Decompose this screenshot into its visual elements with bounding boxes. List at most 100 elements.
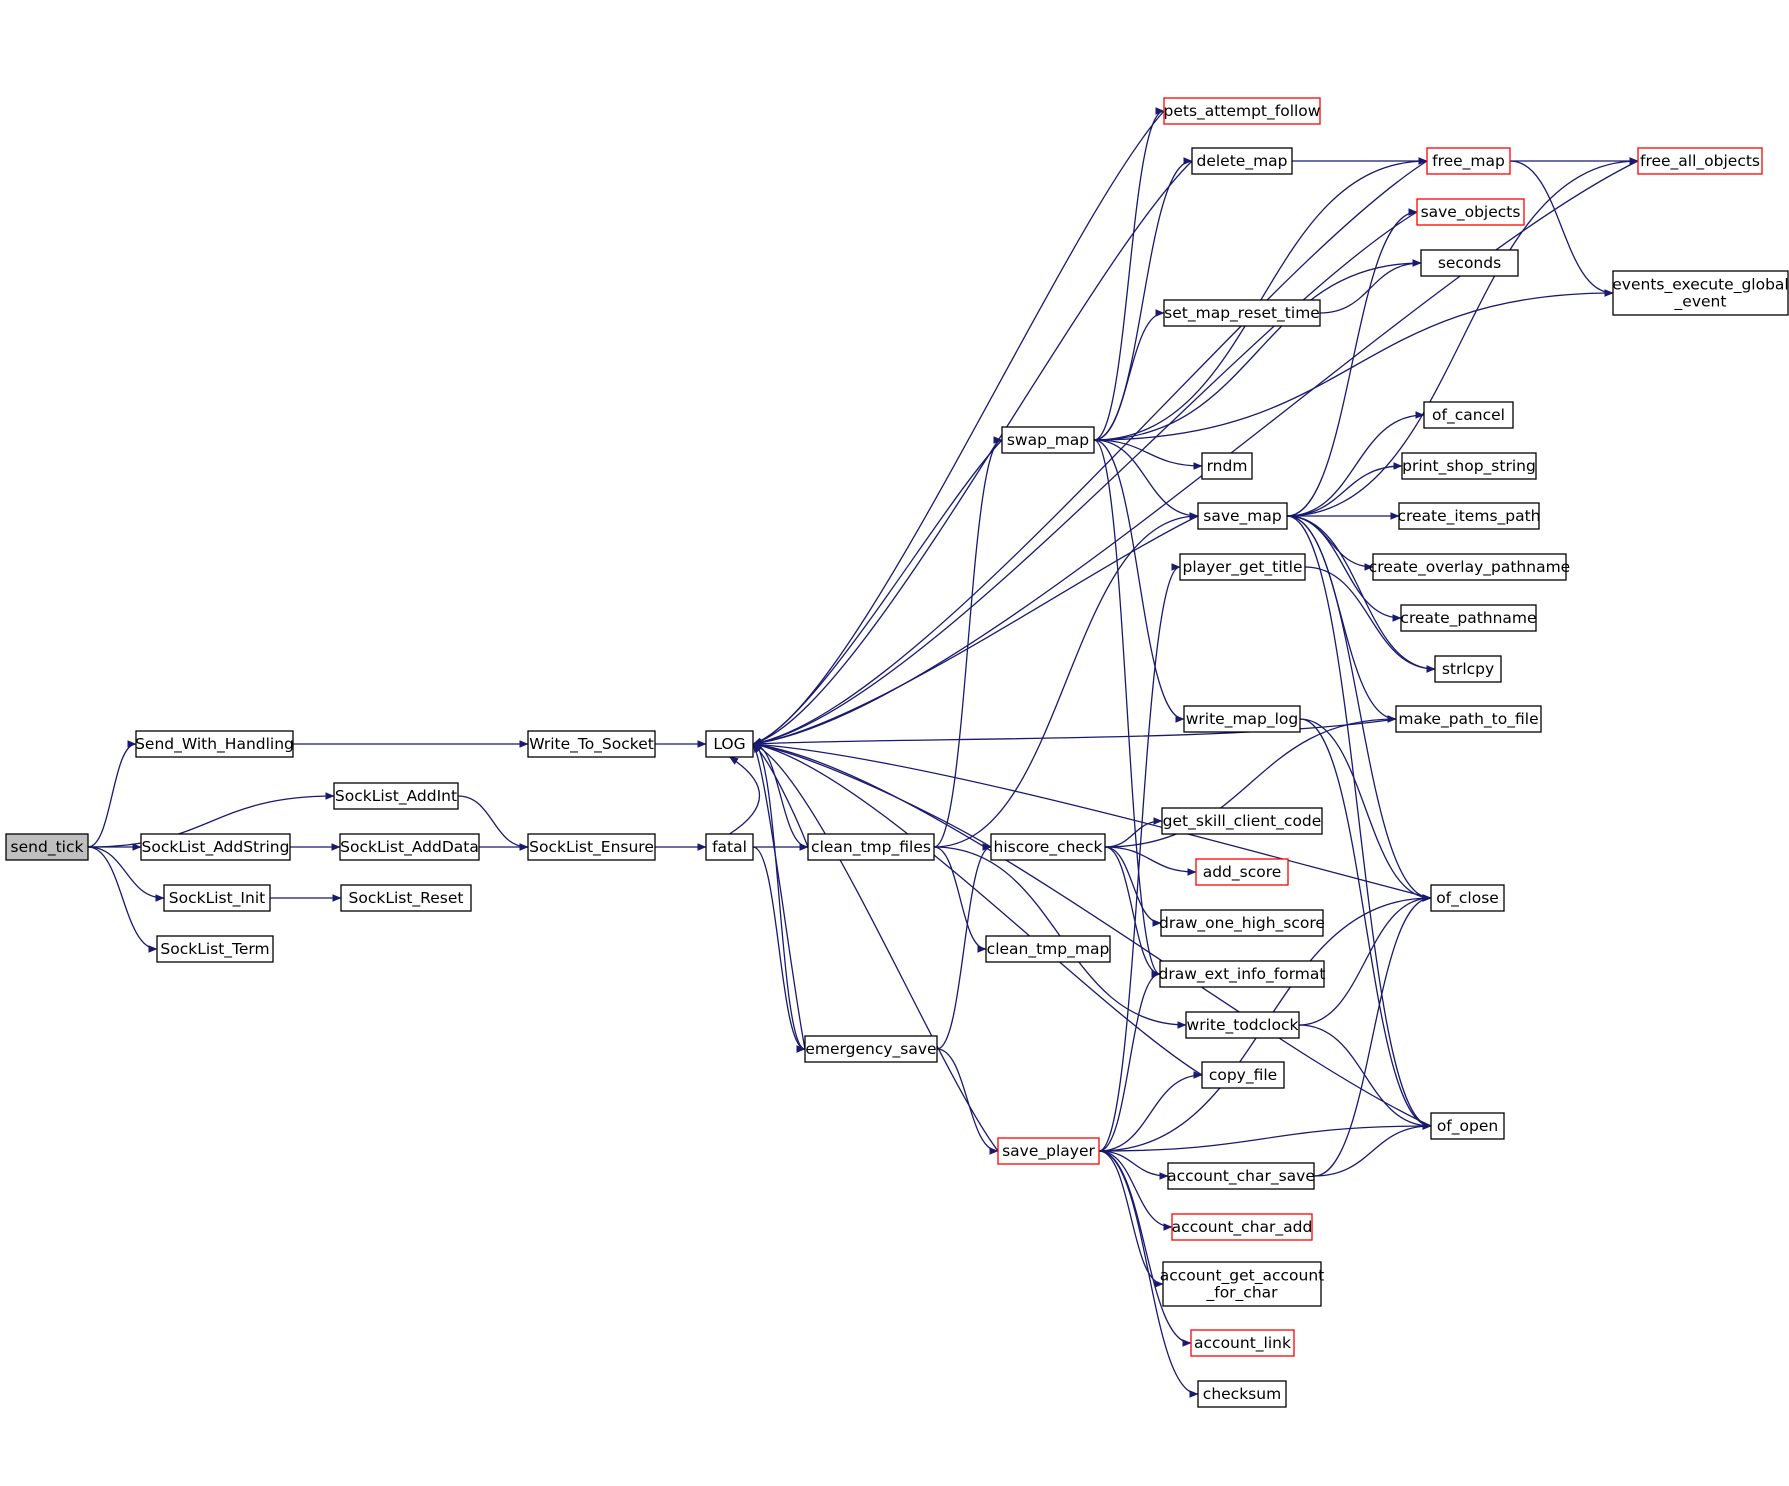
edge-fatal-to-emergency_save [752, 846, 806, 1053]
node-pets_attempt_follow[interactable]: pets_attempt_follow [1163, 97, 1321, 125]
edge-write_todclock-to-of_close [1298, 894, 1432, 1026]
node-Write_To_Socket[interactable]: Write_To_Socket [527, 730, 656, 758]
node-label: hiscore_check [994, 838, 1103, 857]
edge-save_map-to-of_open [1286, 515, 1432, 1130]
node-label: SockList_Term [160, 940, 269, 959]
node-account_get_account_for_char[interactable]: account_get_account_for_char [1160, 1261, 1324, 1307]
node-SockList_Init[interactable]: SockList_Init [163, 884, 271, 912]
node-save_objects[interactable]: save_objects [1416, 198, 1525, 226]
node-box [804, 1035, 938, 1063]
node-label: SockList_AddString [142, 838, 290, 857]
node-save_player[interactable]: save_player [997, 1137, 1100, 1165]
edge-save_player-to-checksum [1098, 1150, 1199, 1398]
node-fatal[interactable]: fatal [705, 833, 754, 861]
node-free_map[interactable]: free_map [1426, 147, 1511, 175]
node-SockList_Ensure[interactable]: SockList_Ensure [527, 833, 656, 861]
node-free_all_objects[interactable]: free_all_objects [1637, 147, 1763, 175]
edge-write_map_log-to-of_close [1299, 718, 1432, 902]
node-label: create_overlay_pathname [1369, 558, 1570, 577]
node-get_skill_client_code[interactable]: get_skill_client_code [1161, 807, 1323, 835]
node-box [1160, 909, 1324, 937]
node-label: save_map [1203, 507, 1281, 526]
node-label: make_path_to_file [1398, 710, 1538, 729]
node-draw_ext_info_format[interactable]: draw_ext_info_format [1159, 960, 1326, 988]
node-SockList_Term[interactable]: SockList_Term [156, 935, 274, 963]
node-strlcpy[interactable]: strlcpy [1434, 655, 1502, 683]
edge-player_get_title-to-strlcpy [1304, 566, 1436, 673]
node-events_execute_global_event[interactable]: events_execute_global_event [1612, 270, 1789, 316]
node-label: LOG [713, 735, 745, 753]
node-box [990, 833, 1106, 861]
node-copy_file[interactable]: copy_file [1201, 1061, 1285, 1089]
node-draw_one_high_score[interactable]: draw_one_high_score [1159, 909, 1325, 937]
node-create_pathname[interactable]: create_pathname [1400, 604, 1537, 632]
node-SockList_Reset[interactable]: SockList_Reset [340, 884, 472, 912]
node-label: delete_map [1196, 152, 1287, 171]
node-SockList_AddString[interactable]: SockList_AddString [140, 833, 291, 861]
node-label: of_close [1436, 889, 1499, 908]
node-label: write_map_log [1186, 710, 1299, 729]
node-write_map_log[interactable]: write_map_log [1183, 705, 1301, 733]
node-SockList_AddData[interactable]: SockList_AddData [339, 833, 480, 861]
node-label: fatal [712, 838, 747, 856]
node-account_char_add[interactable]: account_char_add [1171, 1213, 1313, 1241]
node-set_map_reset_time[interactable]: set_map_reset_time [1163, 299, 1321, 327]
node-create_items_path[interactable]: create_items_path [1397, 502, 1541, 530]
node-label: player_get_title [1183, 558, 1303, 577]
node-checksum[interactable]: checksum [1197, 1380, 1287, 1408]
node-make_path_to_file[interactable]: make_path_to_file [1395, 705, 1542, 733]
node-label: seconds [1438, 254, 1501, 272]
edge-hiscore_check-to-LOG [752, 741, 992, 848]
edge-save_map-to-of_close [1286, 515, 1432, 902]
node-write_todclock[interactable]: write_todclock [1185, 1011, 1300, 1039]
node-emergency_save[interactable]: emergency_save [804, 1035, 938, 1063]
node-label: send_tick [11, 838, 84, 857]
node-rndm[interactable]: rndm [1201, 452, 1253, 480]
node-label: add_score [1203, 863, 1282, 882]
node-create_overlay_pathname[interactable]: create_overlay_pathname [1369, 553, 1570, 581]
node-box [1416, 198, 1525, 226]
node-label: copy_file [1209, 1066, 1277, 1085]
node-add_score[interactable]: add_score [1195, 858, 1289, 886]
node-label: SockList_AddData [340, 838, 479, 857]
edge-save_player-to-player_get_title [1098, 563, 1181, 1152]
node-LOG[interactable]: LOG [705, 730, 754, 758]
node-box [1434, 655, 1502, 683]
node-of_close[interactable]: of_close [1430, 884, 1505, 912]
node-clean_tmp_files[interactable]: clean_tmp_files [807, 833, 935, 861]
edge-hiscore_check-to-make_path_to_file [1104, 715, 1397, 848]
node-label: of_cancel [1432, 406, 1505, 425]
node-save_map[interactable]: save_map [1197, 502, 1288, 530]
node-seconds[interactable]: seconds [1420, 249, 1519, 277]
node-account_char_save[interactable]: account_char_save [1167, 1162, 1315, 1190]
node-box [705, 730, 754, 758]
node-clean_tmp_map[interactable]: clean_tmp_map [985, 935, 1111, 963]
edge-save_map-to-free_all_objects [1286, 157, 1639, 517]
edge-free_map-to-LOG [752, 160, 1428, 747]
node-player_get_title[interactable]: player_get_title [1179, 553, 1306, 581]
node-print_shop_string[interactable]: print_shop_string [1401, 452, 1537, 480]
node-account_link[interactable]: account_link [1190, 1329, 1295, 1357]
edge-save_map-to-of_cancel [1286, 411, 1425, 517]
node-delete_map[interactable]: delete_map [1191, 147, 1293, 175]
node-of_cancel[interactable]: of_cancel [1423, 401, 1514, 429]
edge-free_all_objects-to-LOG [752, 160, 1639, 747]
node-box [1201, 1061, 1285, 1089]
node-label: clean_tmp_files [811, 838, 931, 857]
node-hiscore_check[interactable]: hiscore_check [990, 833, 1106, 861]
node-of_open[interactable]: of_open [1430, 1112, 1505, 1140]
node-swap_map[interactable]: swap_map [1001, 426, 1095, 454]
edge-save_objects-to-LOG [752, 211, 1418, 747]
node-box [1398, 502, 1540, 530]
node-label: draw_ext_info_format [1159, 965, 1326, 984]
node-label: Send_With_Handling [135, 735, 294, 754]
node-box [333, 782, 459, 810]
node-box [1420, 249, 1519, 277]
node-SockList_AddInt[interactable]: SockList_AddInt [333, 782, 459, 810]
node-box [807, 833, 935, 861]
node-box [1161, 807, 1323, 835]
edge-LOG-to-emergency_save [752, 743, 806, 1053]
node-box [1179, 553, 1306, 581]
node-send_tick[interactable]: send_tick [5, 833, 89, 861]
node-Send_With_Handling[interactable]: Send_With_Handling [135, 730, 294, 758]
